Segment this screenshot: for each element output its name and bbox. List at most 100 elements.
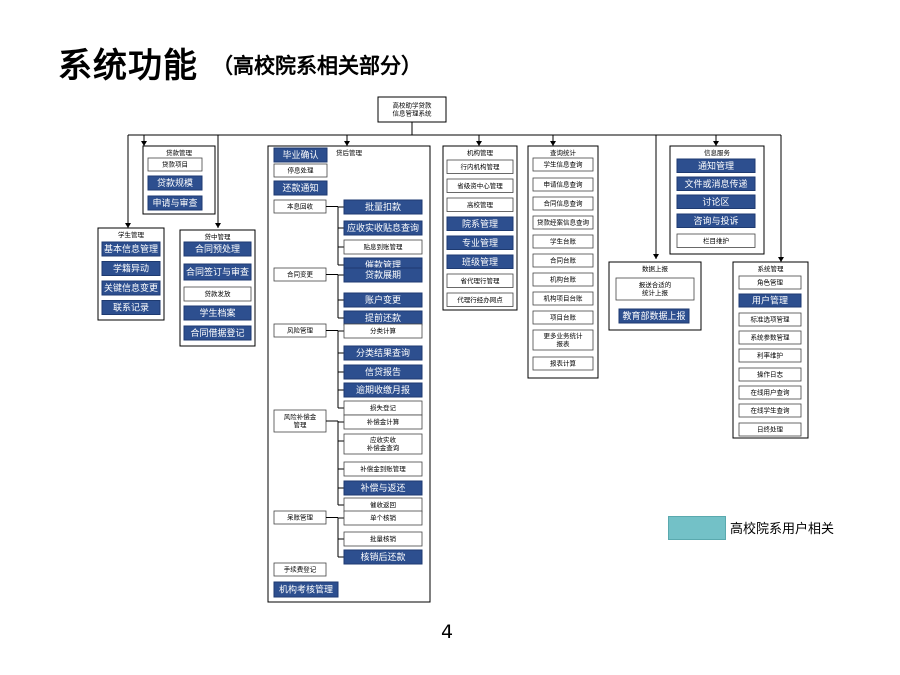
module-title: 学生管理 xyxy=(118,230,145,239)
function-box-label: 学籍异动 xyxy=(113,262,149,274)
function-box-label: 分类计算 xyxy=(370,326,397,335)
function-box xyxy=(676,158,756,173)
function-box-label: 贷款项目 xyxy=(162,160,188,169)
function-box-label: 贷款展期 xyxy=(365,269,401,281)
function-box xyxy=(101,261,161,276)
function-box xyxy=(101,241,161,257)
function-box-label: 还款通知 xyxy=(282,182,318,194)
function-box-label: 逾期收缴月报 xyxy=(356,384,410,396)
arrow-head xyxy=(550,141,556,146)
function-box-label: 文件或消息传递 xyxy=(684,177,747,189)
function-box-label: 系统参数管理 xyxy=(751,333,791,342)
function-box-label: 班级管理 xyxy=(462,255,498,267)
page-subtitle: （高校院系相关部分） xyxy=(212,54,422,78)
module-title: 系统管理 xyxy=(758,264,785,273)
function-box-label: 利率维护 xyxy=(757,351,783,360)
function-box xyxy=(738,330,802,345)
function-box xyxy=(615,277,695,301)
function-box xyxy=(343,220,423,236)
function-box xyxy=(343,345,423,361)
function-box xyxy=(343,549,423,565)
function-box-label: 讨论区 xyxy=(702,195,729,207)
module-title: 机构管理 xyxy=(467,148,494,157)
arrow-head xyxy=(476,141,482,146)
legend-label: 高校院系用户相关 xyxy=(730,522,835,537)
function-box xyxy=(532,215,594,230)
module-title: 查询统计 xyxy=(550,148,577,157)
function-box-label: 账户变更 xyxy=(365,294,401,306)
function-box xyxy=(183,241,252,257)
function-box-label: 手续费登记 xyxy=(284,565,317,574)
function-box-label: 风险管理 xyxy=(287,326,314,335)
function-box xyxy=(532,157,594,172)
function-box xyxy=(183,263,252,281)
arrow-head xyxy=(713,141,719,146)
arrow-head xyxy=(653,254,659,259)
function-box-label: 操作日志 xyxy=(757,370,784,379)
module-title: 信息服务 xyxy=(704,148,731,157)
function-box xyxy=(738,403,802,418)
function-box-label: 项目台账 xyxy=(550,313,577,322)
function-box xyxy=(738,367,802,382)
function-box-label: 标准选项管理 xyxy=(751,315,791,324)
function-box xyxy=(273,581,339,598)
function-box-label: 专业管理 xyxy=(462,236,498,248)
function-box xyxy=(446,273,514,288)
function-box xyxy=(618,308,690,324)
function-box-label: 合同变更 xyxy=(287,270,314,279)
function-box-label: 贷款经案信息查询 xyxy=(537,218,590,227)
function-box xyxy=(738,312,802,327)
function-box xyxy=(343,414,423,430)
function-box-label: 报表计算 xyxy=(550,359,577,368)
function-box-label: 关键信息变更 xyxy=(104,282,158,294)
function-box-label: 在线学生查询 xyxy=(751,406,791,415)
function-box xyxy=(343,480,423,496)
function-box xyxy=(147,175,203,191)
function-box-label: 申请与审查 xyxy=(152,197,197,209)
function-box-label: 高校管理 xyxy=(467,200,494,209)
function-box xyxy=(738,293,802,308)
function-box-label: 省代理行管理 xyxy=(461,276,501,285)
function-box-label: 风险补偿金管理 xyxy=(284,412,317,429)
function-box xyxy=(183,325,252,341)
function-box-label: 合同预处理 xyxy=(195,243,240,255)
root-label: 高校助学贷款信息管理系统 xyxy=(393,101,433,118)
function-box xyxy=(676,213,756,228)
function-box xyxy=(273,180,328,196)
function-box xyxy=(738,422,802,437)
function-box-label: 通知管理 xyxy=(698,159,734,171)
function-box-label: 损失登记 xyxy=(370,403,397,412)
function-box xyxy=(343,510,423,526)
function-box-label: 省级资中心管理 xyxy=(457,181,503,190)
function-box-label: 合同借据登记 xyxy=(190,327,244,339)
function-box-label: 学生档案 xyxy=(199,307,235,319)
function-box-label: 联系记录 xyxy=(113,302,149,313)
function-box-label: 行内机构管理 xyxy=(461,162,501,171)
page-title: 系统功能 xyxy=(58,46,198,86)
arrow-head xyxy=(125,223,131,228)
function-box-label: 合同签订与审查 xyxy=(186,266,249,278)
function-box-label: 补偿与返还 xyxy=(360,482,405,494)
function-box xyxy=(343,267,423,283)
arrow-head xyxy=(344,141,350,146)
function-box xyxy=(446,292,514,307)
function-box-label: 机构项目台账 xyxy=(544,294,584,303)
function-box-label: 栏目维护 xyxy=(703,236,729,245)
function-box-label: 用户管理 xyxy=(752,294,788,306)
function-box xyxy=(183,305,252,321)
function-box xyxy=(532,329,594,351)
module-title: 贷中管理 xyxy=(205,232,232,241)
function-box xyxy=(101,300,161,315)
function-box-label: 更多业务统计报表 xyxy=(544,331,584,348)
function-box-label: 提前还款 xyxy=(365,312,401,324)
function-box xyxy=(273,147,328,163)
function-box xyxy=(532,356,594,371)
arrow-head xyxy=(215,223,221,228)
function-box xyxy=(343,461,423,477)
function-box xyxy=(676,194,756,209)
function-box xyxy=(532,196,594,211)
function-box xyxy=(273,163,328,178)
function-box xyxy=(183,286,252,302)
function-box-label: 停息处理 xyxy=(288,166,315,175)
